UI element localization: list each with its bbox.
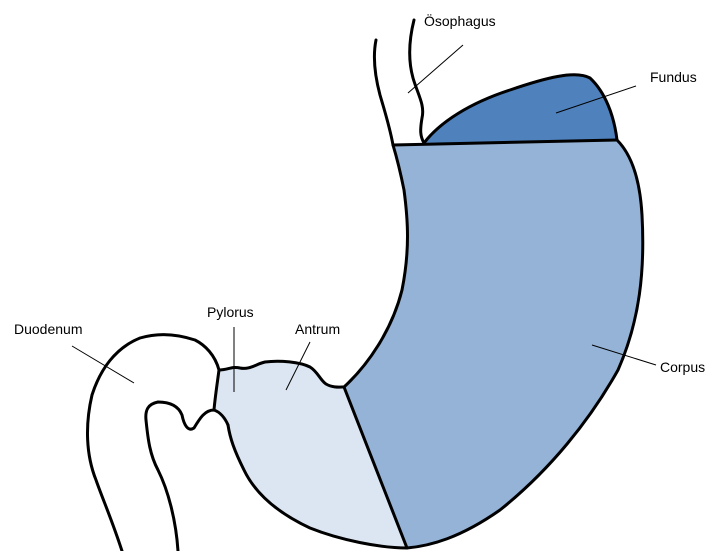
antrum-label: Antrum [295,321,340,337]
corpus-region [344,140,643,548]
pylorus-label: Pylorus [207,304,254,320]
oesophagus-leader [408,45,463,93]
duodenum-inner-outline [146,402,228,551]
duodenum-label: Duodenum [14,321,83,337]
fundus-label: Fundus [650,69,697,85]
duodenum-leader [72,346,134,383]
oesophagus-label: Ösophagus [424,12,496,29]
corpus-label: Corpus [660,359,705,375]
oesophagus-left-wall [374,40,393,145]
